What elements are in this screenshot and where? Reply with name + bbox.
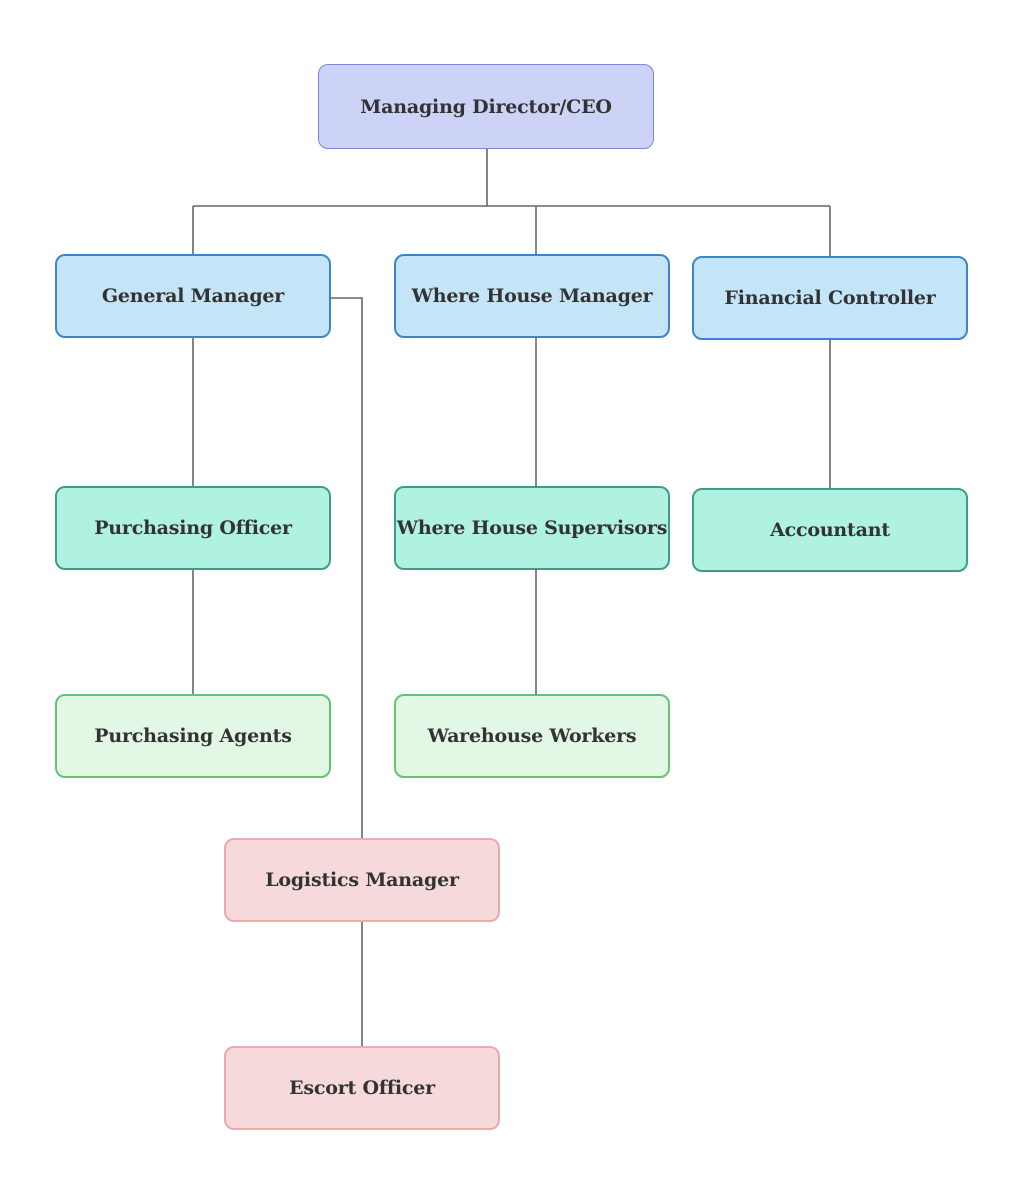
node-purchasing-agents: Purchasing Agents (55, 694, 331, 778)
node-purchasing-officer: Purchasing Officer (55, 486, 331, 570)
node-where-house-manager: Where House Manager (394, 254, 670, 338)
node-financial-controller: Financial Controller (692, 256, 968, 340)
node-accountant: Accountant (692, 488, 968, 572)
node-escort-officer: Escort Officer (224, 1046, 500, 1130)
node-general-manager: General Manager (55, 254, 331, 338)
node-where-house-supervisors: Where House Supervisors (394, 486, 670, 570)
node-warehouse-workers: Warehouse Workers (394, 694, 670, 778)
node-managing-director-ceo: Managing Director/CEO (318, 64, 654, 149)
connector-gm-to-logistics-manager (331, 297, 363, 838)
node-logistics-manager: Logistics Manager (224, 838, 500, 922)
